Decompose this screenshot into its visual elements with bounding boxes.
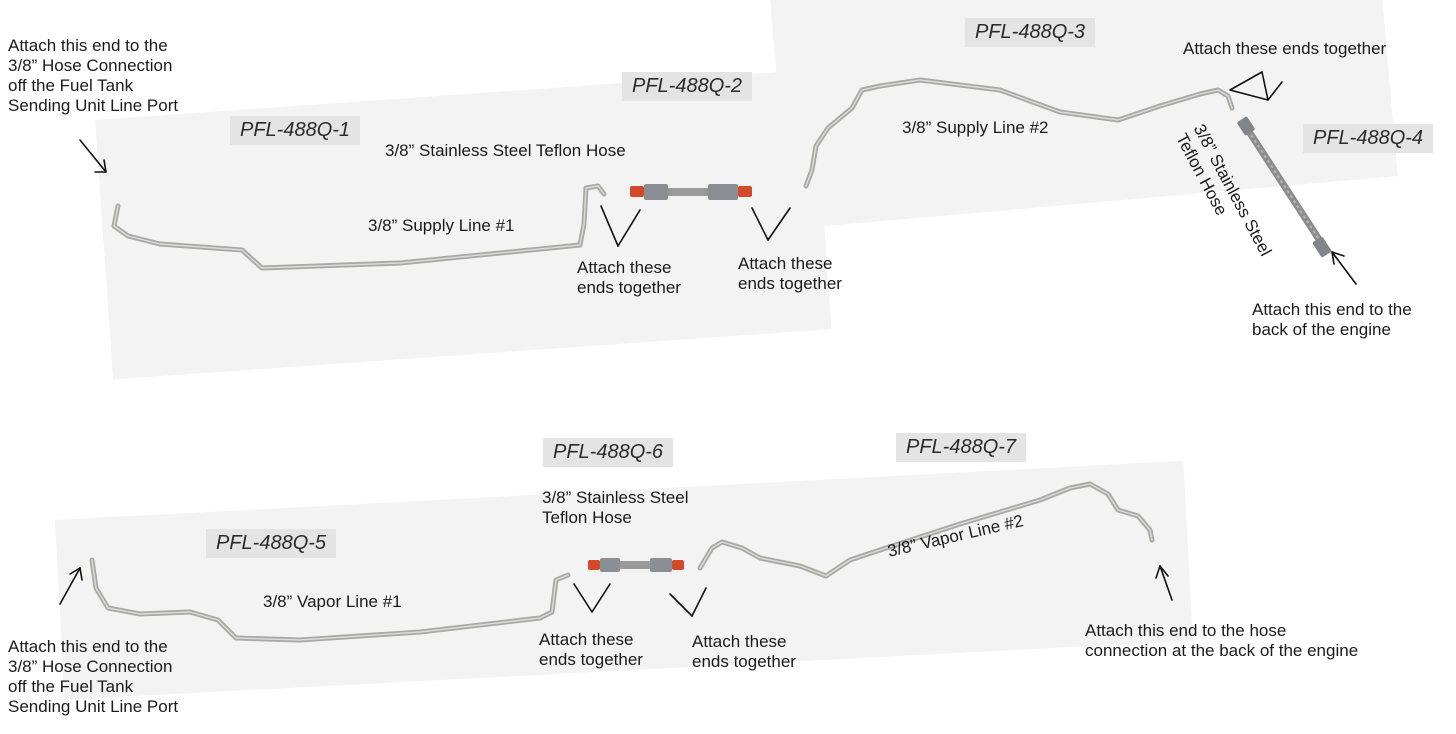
vapor-line-1 (89, 557, 571, 643)
supply-hose-1-label: 3/8” Stainless Steel Teflon Hose (385, 141, 626, 160)
arrow-join-c (1229, 71, 1283, 101)
part-tag-7: PFL-488Q-7 (896, 433, 1027, 462)
part-tag-4: PFL-488Q-4 (1303, 124, 1434, 153)
arrow-join-b (751, 207, 791, 241)
note-join-d: Attach these ends together (539, 630, 643, 669)
note-start-bottom: Attach this end to the 3/8” Hose Connect… (8, 637, 179, 716)
part-tag-6: PFL-488Q-6 (543, 438, 674, 467)
supply-hose-2 (1237, 116, 1332, 258)
arrow-join-a (600, 205, 641, 247)
note-join-b: Attach these ends together (738, 254, 842, 293)
supply-line-1 (111, 183, 607, 271)
part-tag-5: PFL-488Q-5 (206, 529, 337, 558)
note-join-e: Attach these ends together (692, 632, 796, 671)
vapor-line-2 (697, 481, 1155, 579)
arrow-end-top (1331, 251, 1357, 285)
supply-line-1-label: 3/8” Supply Line #1 (368, 216, 515, 235)
supply-line-2 (803, 77, 1235, 189)
part-tag-2: PFL-488Q-2 (622, 72, 753, 101)
arrow-end-bottom (1155, 565, 1173, 601)
note-start-top: Attach this end to the 3/8” Hose Connect… (8, 36, 179, 115)
supply-line-2-label: 3/8” Supply Line #2 (902, 118, 1049, 137)
note-end-bottom: Attach this end to the hose connection a… (1085, 621, 1359, 660)
supply-hose-1 (630, 184, 752, 200)
note-join-a: Attach these ends together (577, 258, 681, 297)
note-end-top: Attach this end to the back of the engin… (1252, 300, 1412, 339)
arrow-start-bottom (59, 567, 83, 605)
arrow-join-e (669, 587, 707, 617)
vapor-line-1-label: 3/8” Vapor Line #1 (263, 592, 402, 611)
arrow-start-top (79, 139, 107, 173)
note-join-c: Attach these ends together (1183, 39, 1387, 58)
arrow-join-d (573, 583, 611, 613)
vapor-hose (588, 558, 684, 572)
part-tag-1: PFL-488Q-1 (230, 116, 361, 145)
part-tag-3: PFL-488Q-3 (965, 18, 1096, 47)
vapor-hose-label: 3/8” Stainless Steel Teflon Hose (542, 488, 689, 527)
